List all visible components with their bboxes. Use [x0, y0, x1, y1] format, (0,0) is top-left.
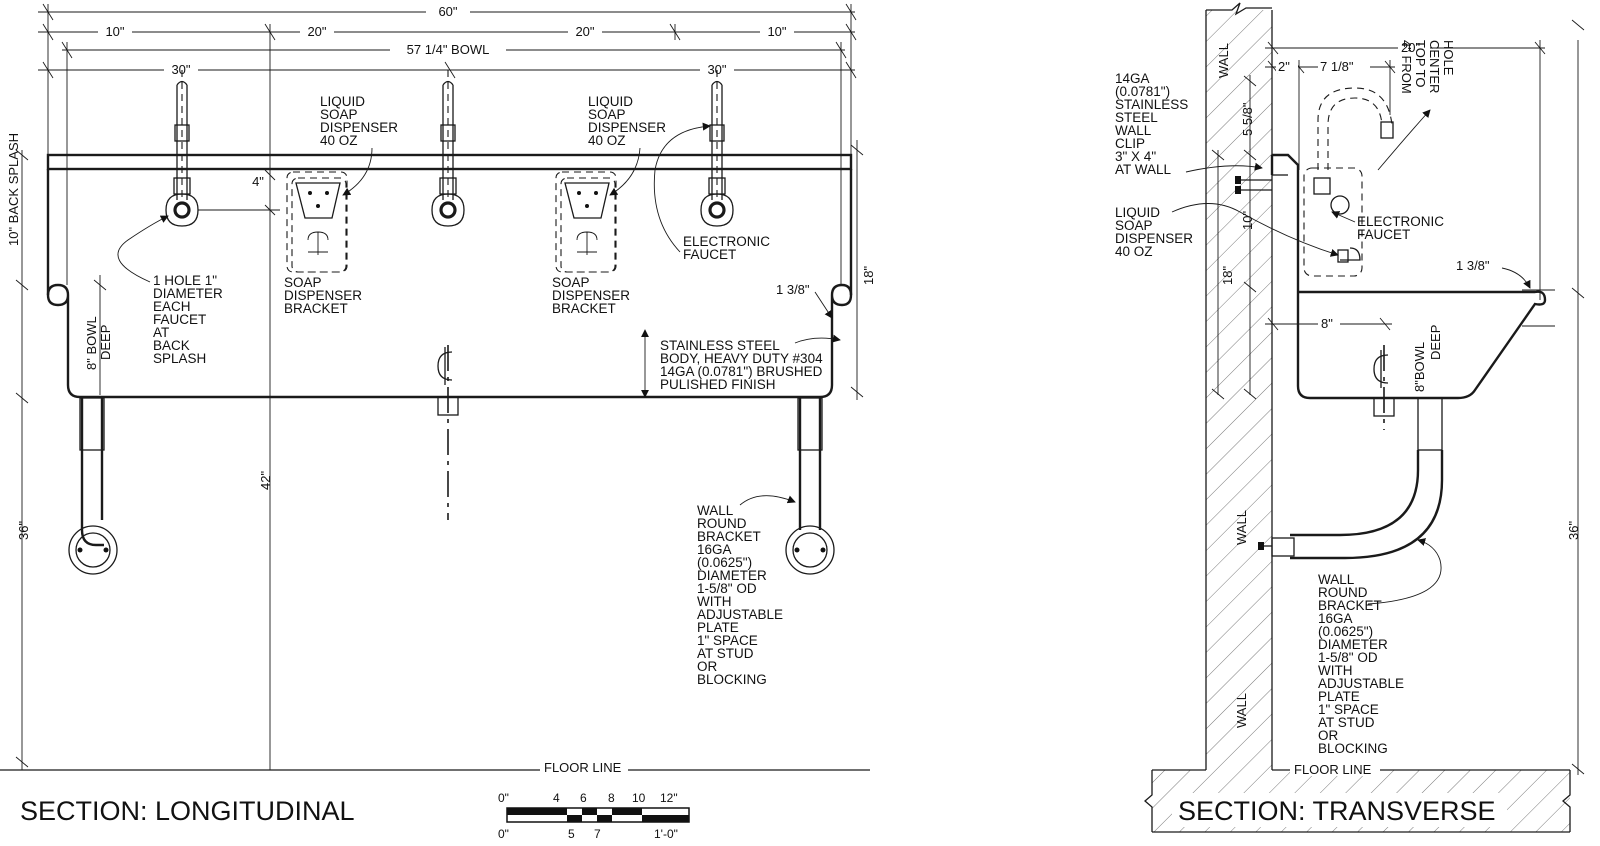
- left-center-dim: 20": [307, 24, 326, 39]
- transverse-section: FLOOR LINE WALL WALL WALL 20" 2" 7 1/8" …: [1115, 2, 1585, 833]
- bowl-deep-dim-transverse-2: DEEP: [1428, 325, 1443, 360]
- floor-line-label-right: FLOOR LINE: [1294, 762, 1372, 777]
- scale-tick-top-0: 0": [498, 791, 509, 805]
- overall-width-dim: 60": [438, 4, 457, 19]
- lip-dim-transverse: 1 3/8": [1456, 258, 1490, 273]
- soap-bracket-label-right: SOAP DISPENSER BRACKET: [552, 275, 634, 316]
- scale-bar: 0" 4 6 8 10 12" 0" 5 7 1'-0": [498, 791, 690, 841]
- top-to-hole-label-line3: CENTER: [1427, 40, 1442, 93]
- faucet-reach-dim: 7 1/8": [1320, 59, 1354, 74]
- wall-bracket-left: [68, 397, 118, 575]
- lip-dim: 1 3/8": [776, 282, 810, 297]
- sink-transverse: [1270, 153, 1547, 400]
- wall-bracket-label-transverse: WALL ROUND BRACKET 16GA (0.0625") DIAMET…: [1318, 572, 1408, 756]
- soap-dispenser-left: [286, 171, 348, 273]
- rim-height-dim: 42": [258, 471, 273, 490]
- wall-bracket-right: [785, 397, 835, 575]
- faucet-spacing-right-dim: 30": [707, 62, 726, 77]
- wall-label-mid: WALL: [1234, 510, 1249, 545]
- rim-dim: 18": [1220, 266, 1235, 285]
- floor-line-label-left: FLOOR LINE: [544, 760, 622, 775]
- scale-tick-top-8: 8: [608, 791, 615, 805]
- top-to-hole-label-line4: HOLE: [1441, 40, 1456, 76]
- top-to-hole-label-line1: 4" FROM: [1399, 40, 1414, 94]
- soap-dispenser-label-right: LIQUID SOAP DISPENSER 40 OZ: [588, 94, 670, 148]
- right-height-dim: 18": [861, 266, 876, 285]
- scale-tick-top-6: 6: [580, 791, 587, 805]
- wall-clip-label: 14GA (0.0781") STAINLESS STEEL WALL CLIP…: [1115, 71, 1192, 177]
- right-center-dim: 20": [575, 24, 594, 39]
- wall-label-low: WALL: [1234, 693, 1249, 728]
- faucet-right: [700, 80, 734, 227]
- scale-tick-bottom-5: 5: [568, 827, 575, 841]
- faucet-left: [165, 80, 199, 227]
- electronic-faucet-label: ELECTRONIC FAUCET: [683, 234, 774, 262]
- soap-dispenser-label-left: LIQUID SOAP DISPENSER 40 OZ: [320, 94, 402, 148]
- top-to-hole-label-line2: TOP TO: [1413, 40, 1428, 87]
- wall-label-top: WALL: [1216, 43, 1231, 78]
- dispenser-drop-dim: 4": [252, 174, 264, 189]
- scale-tick-bottom-12: 1'-0": [654, 827, 678, 841]
- wall-gap-dim: 2": [1278, 59, 1290, 74]
- bracket-height-dim-transverse: 36": [1566, 521, 1581, 540]
- faucet-hole-label: 1 HOLE 1" DIAMETER EACH FAUCET AT BACK S…: [153, 273, 227, 366]
- soap-bracket-label-left: SOAP DISPENSER BRACKET: [284, 275, 366, 316]
- projection-dim: 20": [1401, 40, 1420, 55]
- wall-bracket-transverse: [1258, 397, 1444, 560]
- faucet-drop-dim: 10": [1240, 211, 1255, 230]
- longitudinal-section: 60" 10" 20" 20" 10" 57 1/4" BOWL 30" 30": [0, 3, 876, 826]
- scale-tick-top-10: 10: [632, 791, 646, 805]
- faucet-spacing-left-dim: 30": [171, 62, 190, 77]
- bowl-width-dim: 8": [1321, 316, 1333, 331]
- wall-bracket-label-left: WALL ROUND BRACKET 16GA (0.0625") DIAMET…: [697, 503, 787, 687]
- wall-clip-anchors: [1235, 176, 1272, 194]
- electronic-faucet-label-transverse: ELECTRONIC FAUCET: [1357, 214, 1448, 242]
- clip-height-dim: 5 5/8": [1240, 102, 1255, 136]
- bowl-length-dim: 57 1/4" BOWL: [407, 42, 490, 57]
- scale-tick-bottom-7: 7: [594, 827, 601, 841]
- wall: [1205, 2, 1273, 770]
- right-end-dim: 10": [767, 24, 786, 39]
- bowl-deep-dim-line2: DEEP: [98, 325, 113, 360]
- left-end-dim: 10": [105, 24, 124, 39]
- scale-tick-top-12: 12": [660, 791, 678, 805]
- longitudinal-title: SECTION: LONGITUDINAL: [20, 796, 355, 826]
- body-material-label: STAINLESS STEEL BODY, HEAVY DUTY #304 14…: [660, 338, 826, 392]
- transverse-title: SECTION: TRANSVERSE: [1178, 796, 1496, 826]
- centerline-symbol-transverse: [1373, 350, 1389, 388]
- scale-tick-bottom-0: 0": [498, 827, 509, 841]
- soap-dispenser-right: [555, 171, 617, 273]
- bowl-deep-dim-transverse-1: 8"BOWL: [1412, 342, 1427, 392]
- faucet-center: [431, 80, 465, 227]
- bracket-height-dim: 36": [16, 521, 31, 540]
- centerline-symbol: [437, 347, 453, 385]
- back-splash-dim: 10" BACK SPLASH: [6, 133, 21, 246]
- scale-tick-top-4: 4: [553, 791, 560, 805]
- soap-dispenser-label-transverse: LIQUID SOAP DISPENSER 40 OZ: [1115, 205, 1197, 259]
- bowl-deep-dim-line1: 8" BOWL: [84, 316, 99, 370]
